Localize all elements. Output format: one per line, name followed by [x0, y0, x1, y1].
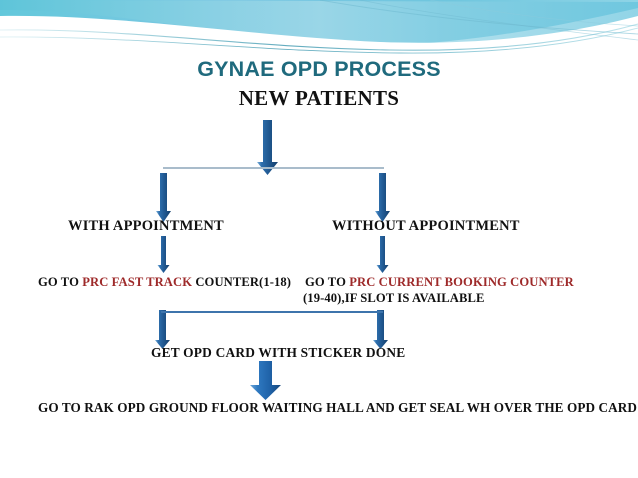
arrow-top-down: [257, 120, 278, 175]
arrow-merge-right: [373, 310, 388, 349]
arrow-merge-left: [155, 310, 170, 349]
split-connector-bar: [163, 167, 384, 169]
band-thin-curve-1: [0, 23, 638, 51]
step-left-highlight: PRC FAST TRACK: [82, 275, 193, 289]
band-thin-curve-4: [359, 0, 638, 41]
page-title: GYNAE OPD PROCESS: [197, 57, 441, 81]
step-left-suffix: COUNTER(1-18): [192, 275, 292, 289]
step-right-counter-line2: (19-40),IF SLOT IS AVAILABLE: [303, 291, 485, 305]
band-shape-lower: [0, 0, 638, 53]
band-thin-curve-2: [0, 27, 638, 54]
step-left-prefix: GO TO: [38, 275, 83, 289]
arrow-right-to-counter: [376, 236, 389, 273]
step-right-prefix: GO TO: [305, 275, 350, 289]
arrow-split-right: [375, 173, 390, 222]
label-with-appointment: WITH APPOINTMENT: [68, 218, 224, 234]
step-left-counter: GO TO PRC FAST TRACK COUNTER(1-18): [38, 275, 291, 290]
band-thin-curve-3: [319, 0, 638, 35]
step-final-instruction: GO TO RAK OPD GROUND FLOOR WAITING HALL …: [38, 400, 638, 415]
arrow-split-left: [156, 173, 171, 222]
step-right-counter: GO TO PRC CURRENT BOOKING COUNTER: [305, 275, 574, 290]
band-thin-curve-5: [429, 0, 638, 27]
page-subtitle: NEW PATIENTS: [238, 86, 400, 110]
band-shape-upper: [0, 0, 638, 48]
step-right-highlight: PRC CURRENT BOOKING COUNTER: [349, 275, 574, 289]
arrow-final-down: [250, 361, 281, 400]
step-get-opd-card: GET OPD CARD WITH STICKER DONE: [151, 345, 406, 360]
label-without-appointment: WITHOUT APPOINTMENT: [332, 218, 520, 234]
merge-connector-bar: [161, 311, 383, 313]
arrow-left-to-counter: [157, 236, 170, 273]
